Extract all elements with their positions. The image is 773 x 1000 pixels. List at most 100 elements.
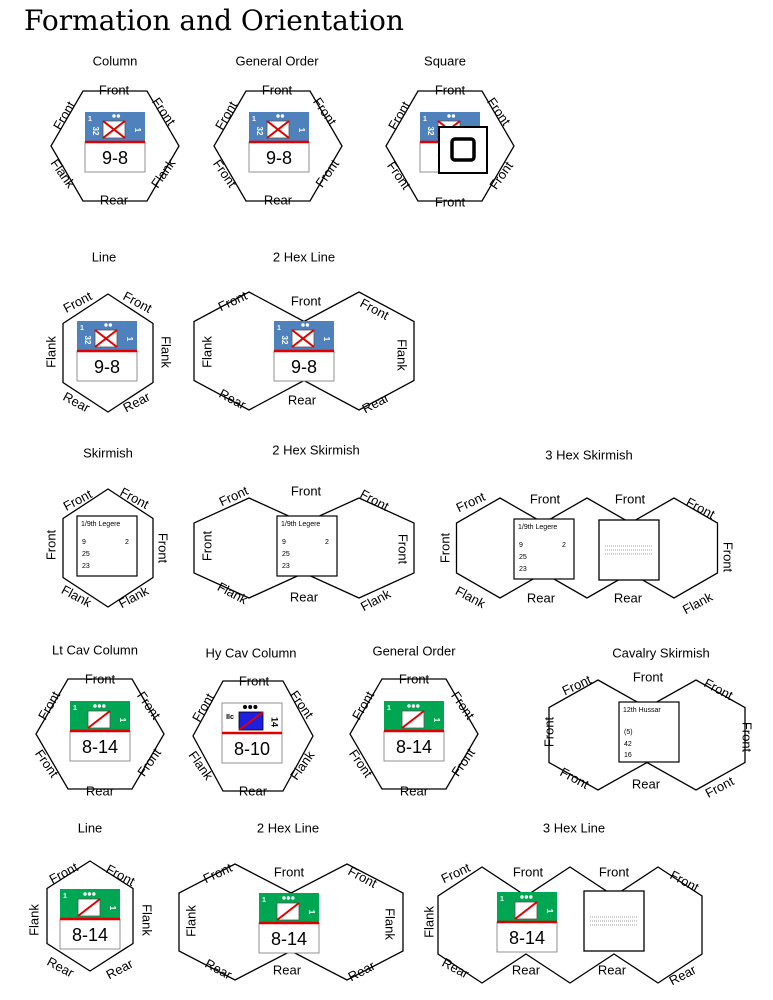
orientation-label: Front [358,295,392,323]
rank-dot-icon [411,704,416,708]
orientation-label: Front [439,860,473,887]
orientation-label: Front [484,95,514,129]
rank-dot-icon [92,892,96,896]
counter-id-top: 1 [63,893,67,900]
counter-strength: 9-8 [102,148,128,168]
orientation-label: Front [615,491,646,506]
orientation-label: Front [435,82,466,97]
orientation-label: Flank [159,336,174,368]
counter-value: 2 [125,539,129,546]
formation-title: Square [424,53,466,68]
rank-dot-icon [116,114,121,118]
hex-outline [46,860,134,972]
orientation-label: Flank [116,583,152,611]
orientation-label: Front [32,747,62,781]
counter-body [69,730,131,762]
rank-dot-icon [102,704,106,708]
counter-id-right: 1 [118,718,127,723]
orientation-label: Front [541,716,556,747]
orientation-label: Front [134,745,164,779]
counter-id-right: 1 [133,128,142,133]
cross-line-icon [102,120,126,139]
hex-outline [178,863,404,981]
counter-id-top: 1 [277,325,281,332]
counter-value: 2 [562,542,566,549]
counter-id-right: 1 [307,910,316,915]
counter-value: 25 [519,554,527,561]
counter-id-right: 1 [125,337,134,342]
hex-outline [193,497,415,599]
formation-title: 3 Hex Line [543,820,605,835]
formation-title: Lt Cav Column [52,642,138,657]
orientation-label: Rear [598,962,627,977]
hex-outline [349,678,479,790]
formation-title: General Order [372,643,456,658]
formation-title: Cavalry Skirmish [612,645,710,660]
rank-dot-icon [416,704,420,708]
orientation-label: Flank [186,748,217,783]
orientation-label: Front [287,688,317,722]
skirmish-counter [76,515,138,577]
orientation-label: Rear [346,958,379,985]
orientation-label: Front [216,288,250,315]
orientation-label: Front [210,157,240,191]
orientation-label: Flank [287,748,318,783]
orientation-label: Rear [360,390,393,417]
orientation-label: Front [50,98,78,132]
counter-strength: 8-14 [509,928,545,948]
slash-line-icon [514,901,538,920]
rank-dot-icon [524,895,529,899]
orientation-label: Rear [264,192,293,207]
counter-value: 23 [282,563,290,570]
formation-title: Hy Cav Column [205,645,296,660]
orientation-label: Rear [203,956,236,983]
rank-dot-icon [282,896,286,900]
orientation-label: Rear [614,590,643,605]
orientation-label: Front [721,542,736,573]
rank-dot-icon [97,704,102,708]
orientation-label: Front [530,491,561,506]
rank-dot-icon [280,114,285,118]
counter-value: 9 [82,539,86,546]
orientation-label: Front [684,494,718,522]
hex-outline [213,90,343,202]
rank-dot-icon [451,114,456,118]
rank-dot-icon [286,896,291,900]
slash-line-icon [87,710,111,729]
orientation-label: Flank [395,339,410,371]
orientation-label: Front [239,673,270,688]
counter-strength: 8-14 [72,925,108,945]
rank-dot-icon [112,114,116,118]
slash-line-icon [77,898,101,917]
orientation-label: Front [486,158,516,192]
orientation-label: Rear [440,955,473,982]
formation-title: 2 Hex Line [273,249,335,264]
counter-name: 12th Hussar [623,707,661,714]
counter-name: 1/9th Legere [518,524,557,531]
counter-value: (5) [624,729,633,736]
rank-dot-icon [520,895,524,899]
orientation-label: Front [43,529,58,560]
orientation-label: Front [121,288,155,316]
orientation-label: Rear [400,783,429,798]
counter-strength: 8-14 [271,929,307,949]
rank-dot-icon [529,895,533,899]
orientation-label: Front [448,689,478,723]
hex-outline [35,678,165,790]
counter-id-right: 1 [322,337,331,342]
orientation-label: Rear [86,783,115,798]
rank-dot-icon [407,704,411,708]
counter-id-top: 1 [500,896,504,903]
orientation-label: Front [396,534,411,565]
orientation-label: Front [201,860,235,887]
orientation-label: Rear [632,776,661,791]
orientation-label: Front [199,530,214,561]
orientation-label: Front [61,288,95,316]
orientation-label: Front [262,82,293,97]
hex-outline [548,679,746,791]
counter-value: 25 [282,551,290,558]
skirmish-counter [513,518,575,580]
